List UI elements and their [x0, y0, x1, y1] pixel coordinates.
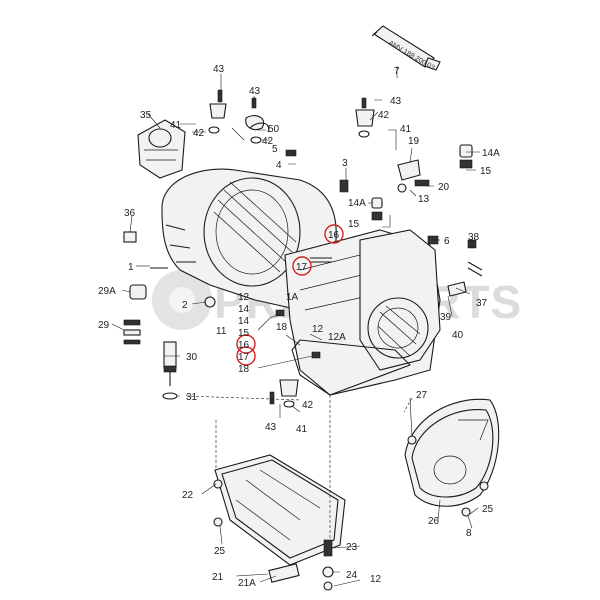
highlight-16-lower	[236, 334, 256, 354]
label-17: 17	[238, 352, 250, 363]
label-41: 41	[296, 424, 308, 435]
label-14: 14	[238, 304, 250, 315]
label-11: 11	[216, 326, 227, 337]
label-16: 16	[328, 230, 340, 241]
side-cover	[404, 398, 500, 507]
label-40: 40	[452, 330, 464, 341]
label-2: 2	[182, 300, 188, 311]
highlight-17-upper	[292, 256, 312, 276]
label-22: 22	[182, 490, 194, 501]
label-12A: 12A	[328, 332, 346, 343]
label-7: 7	[394, 66, 400, 77]
label-19: 19	[408, 136, 420, 147]
sealant-tube: AMV 188 200 03	[371, 25, 441, 78]
label-1: 1	[128, 262, 134, 273]
label-8: 8	[466, 528, 472, 539]
oil-pan	[214, 454, 346, 583]
label-42: 42	[378, 110, 390, 121]
cover-35	[137, 119, 186, 179]
part-labels: 43 43 43 43 35 41 41 41 42 42 42 42 50 5…	[98, 64, 500, 589]
label-42: 42	[193, 128, 205, 139]
label-25: 25	[214, 546, 226, 557]
label-38: 38	[468, 232, 480, 243]
label-12: 12	[238, 292, 250, 303]
label-24: 24	[346, 570, 358, 581]
label-29A: 29A	[98, 286, 116, 297]
label-27: 27	[416, 390, 428, 401]
label-14A: 14A	[482, 148, 500, 159]
transmission-housing	[161, 168, 441, 396]
label-15: 15	[348, 219, 360, 230]
label-21A: 21A	[238, 578, 256, 589]
label-36: 36	[124, 208, 136, 219]
leader-lines	[111, 74, 480, 587]
label-15: 15	[480, 166, 492, 177]
label-20: 20	[438, 182, 450, 193]
label-12: 12	[312, 324, 324, 335]
label-3: 3	[342, 158, 348, 169]
label-42: 42	[262, 136, 274, 147]
label-43: 43	[390, 96, 402, 107]
label-43: 43	[213, 64, 225, 75]
small-parts	[123, 89, 489, 591]
label-39: 39	[440, 312, 452, 323]
label-1A: 1A	[286, 292, 299, 303]
label-50: 50	[268, 124, 280, 135]
label-37: 37	[476, 298, 488, 309]
label-35: 35	[140, 110, 152, 121]
label-18: 18	[238, 364, 250, 375]
label-12: 12	[370, 574, 382, 585]
label-5: 5	[272, 144, 278, 155]
label-23: 23	[346, 542, 358, 553]
highlight-circles	[236, 224, 344, 366]
label-29: 29	[98, 320, 110, 331]
label-15: 15	[238, 328, 250, 339]
label-26: 26	[428, 516, 440, 527]
highlight-16-upper	[324, 224, 344, 244]
label-16: 16	[238, 340, 250, 351]
highlight-17-lower	[236, 346, 256, 366]
label-13: 13	[418, 194, 430, 205]
label-41: 41	[170, 120, 182, 131]
label-4: 4	[276, 160, 282, 171]
label-30: 30	[186, 352, 198, 363]
label-14A: 14A	[348, 198, 366, 209]
label-25: 25	[482, 504, 494, 515]
label-31: 31	[186, 392, 198, 403]
label-43: 43	[265, 422, 277, 433]
label-41: 41	[400, 124, 412, 135]
label-14A: 14	[238, 316, 250, 327]
label-17: 17	[296, 262, 308, 273]
label-42: 42	[302, 400, 314, 411]
label-21: 21	[212, 572, 224, 583]
label-43: 43	[249, 86, 261, 97]
label-6: 6	[444, 236, 450, 247]
label-18: 18	[276, 322, 288, 333]
